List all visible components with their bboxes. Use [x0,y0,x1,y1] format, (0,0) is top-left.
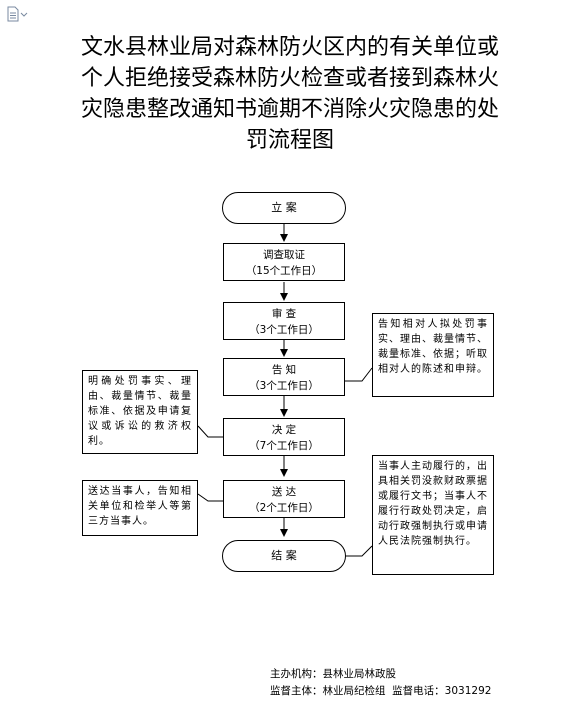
step-time: （7个工作日） [249,440,319,452]
step-deliver: 送 达 （2个工作日） [223,480,345,518]
step-decide: 决 定 （7个工作日） [223,418,345,456]
step-name: 送 达 [271,486,297,498]
step-review: 审 查 （3个工作日） [223,302,345,340]
step-time: （15个工作日） [245,265,323,277]
step-name: 调查取证 [263,249,305,261]
note-inform: 告知相对人拟处罚事实、理由、裁量情节、裁量标准、依据；听取相对人的陈述和申辩。 [372,313,494,397]
title-line: 个人拒绝接受森林防火检查或者接到森林火 [80,66,499,91]
step-time: （3个工作日） [249,380,319,392]
title-line: 罚流程图 [245,128,334,153]
page-title: 文水县林业局对森林防火区内的有关单位或 个人拒绝接受森林防火检查或者接到森林火 … [40,32,540,156]
step-time: （2个工作日） [249,502,319,514]
step-time: （3个工作日） [249,324,319,336]
step-name: 审 查 [271,308,297,320]
step-name: 告 知 [271,364,297,376]
note-deliver: 送达当事人，告知相关单位和检举人等第三方当事人。 [82,480,198,536]
footer-supervisor: 监督主体：林业局纪检组 监督电话：3031292 [270,685,492,697]
title-line: 灾隐患整改通知书逾期不消除火灾隐患的处 [80,97,499,122]
end-terminal: 结 案 [222,540,346,572]
step-inform: 告 知 （3个工作日） [223,358,345,396]
document-icon[interactable] [6,6,28,22]
step-investigate: 调查取证 （15个工作日） [223,243,345,281]
note-close: 当事人主动履行的，出具相关罚没款财政票据或履行文书；当事人不履行行政处罚决定，启… [372,455,494,575]
title-line: 文水县林业局对森林防火区内的有关单位或 [80,35,499,60]
step-name: 决 定 [271,424,297,436]
footer-organizer: 主办机构：县林业局林政股 [270,668,396,680]
start-terminal: 立 案 [222,192,346,224]
note-decide: 明确处罚事实、理由、裁量情节、裁量标准、依据及申请复议或诉讼的救济权利。 [82,370,198,454]
